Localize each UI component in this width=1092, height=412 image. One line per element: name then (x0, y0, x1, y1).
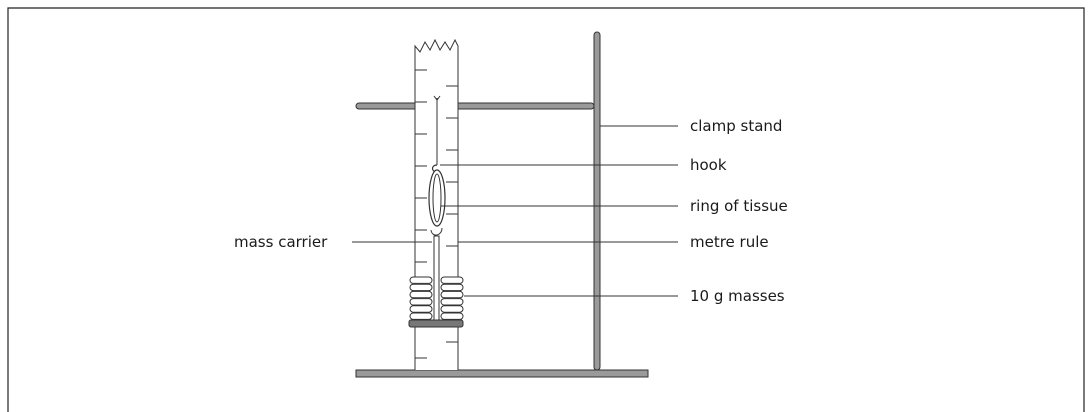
mass-disc (440, 276, 464, 284)
ring-of-tissue (428, 169, 446, 227)
label-clamp-stand: clamp stand (690, 117, 783, 135)
label-metre-rule: metre rule (690, 233, 769, 251)
carrier-stem (433, 235, 440, 321)
label-masses: 10 g masses (690, 287, 785, 305)
label-ring-of-tissue: ring of tissue (690, 197, 788, 215)
thread-knot (433, 95, 441, 101)
mass-disc (440, 283, 464, 292)
carrier-hook (430, 227, 443, 236)
mass-disc (409, 276, 433, 284)
mass-disc (440, 298, 464, 306)
carrier-base (408, 319, 464, 328)
masses-stack (409, 276, 464, 320)
clamp-arm (355, 102, 595, 110)
label-mass-carrier: mass carrier (234, 233, 328, 251)
mass-disc (409, 283, 433, 292)
stand-base (355, 369, 649, 378)
mass-disc (440, 305, 464, 313)
mass-disc (409, 298, 433, 306)
mass-disc (409, 305, 433, 313)
frame-border (7, 7, 1085, 412)
label-hook: hook (690, 156, 727, 174)
mass-disc (409, 312, 433, 320)
stand-rod (593, 31, 601, 371)
mass-disc (440, 312, 464, 320)
mass-disc (440, 290, 464, 299)
mass-disc (409, 290, 433, 299)
